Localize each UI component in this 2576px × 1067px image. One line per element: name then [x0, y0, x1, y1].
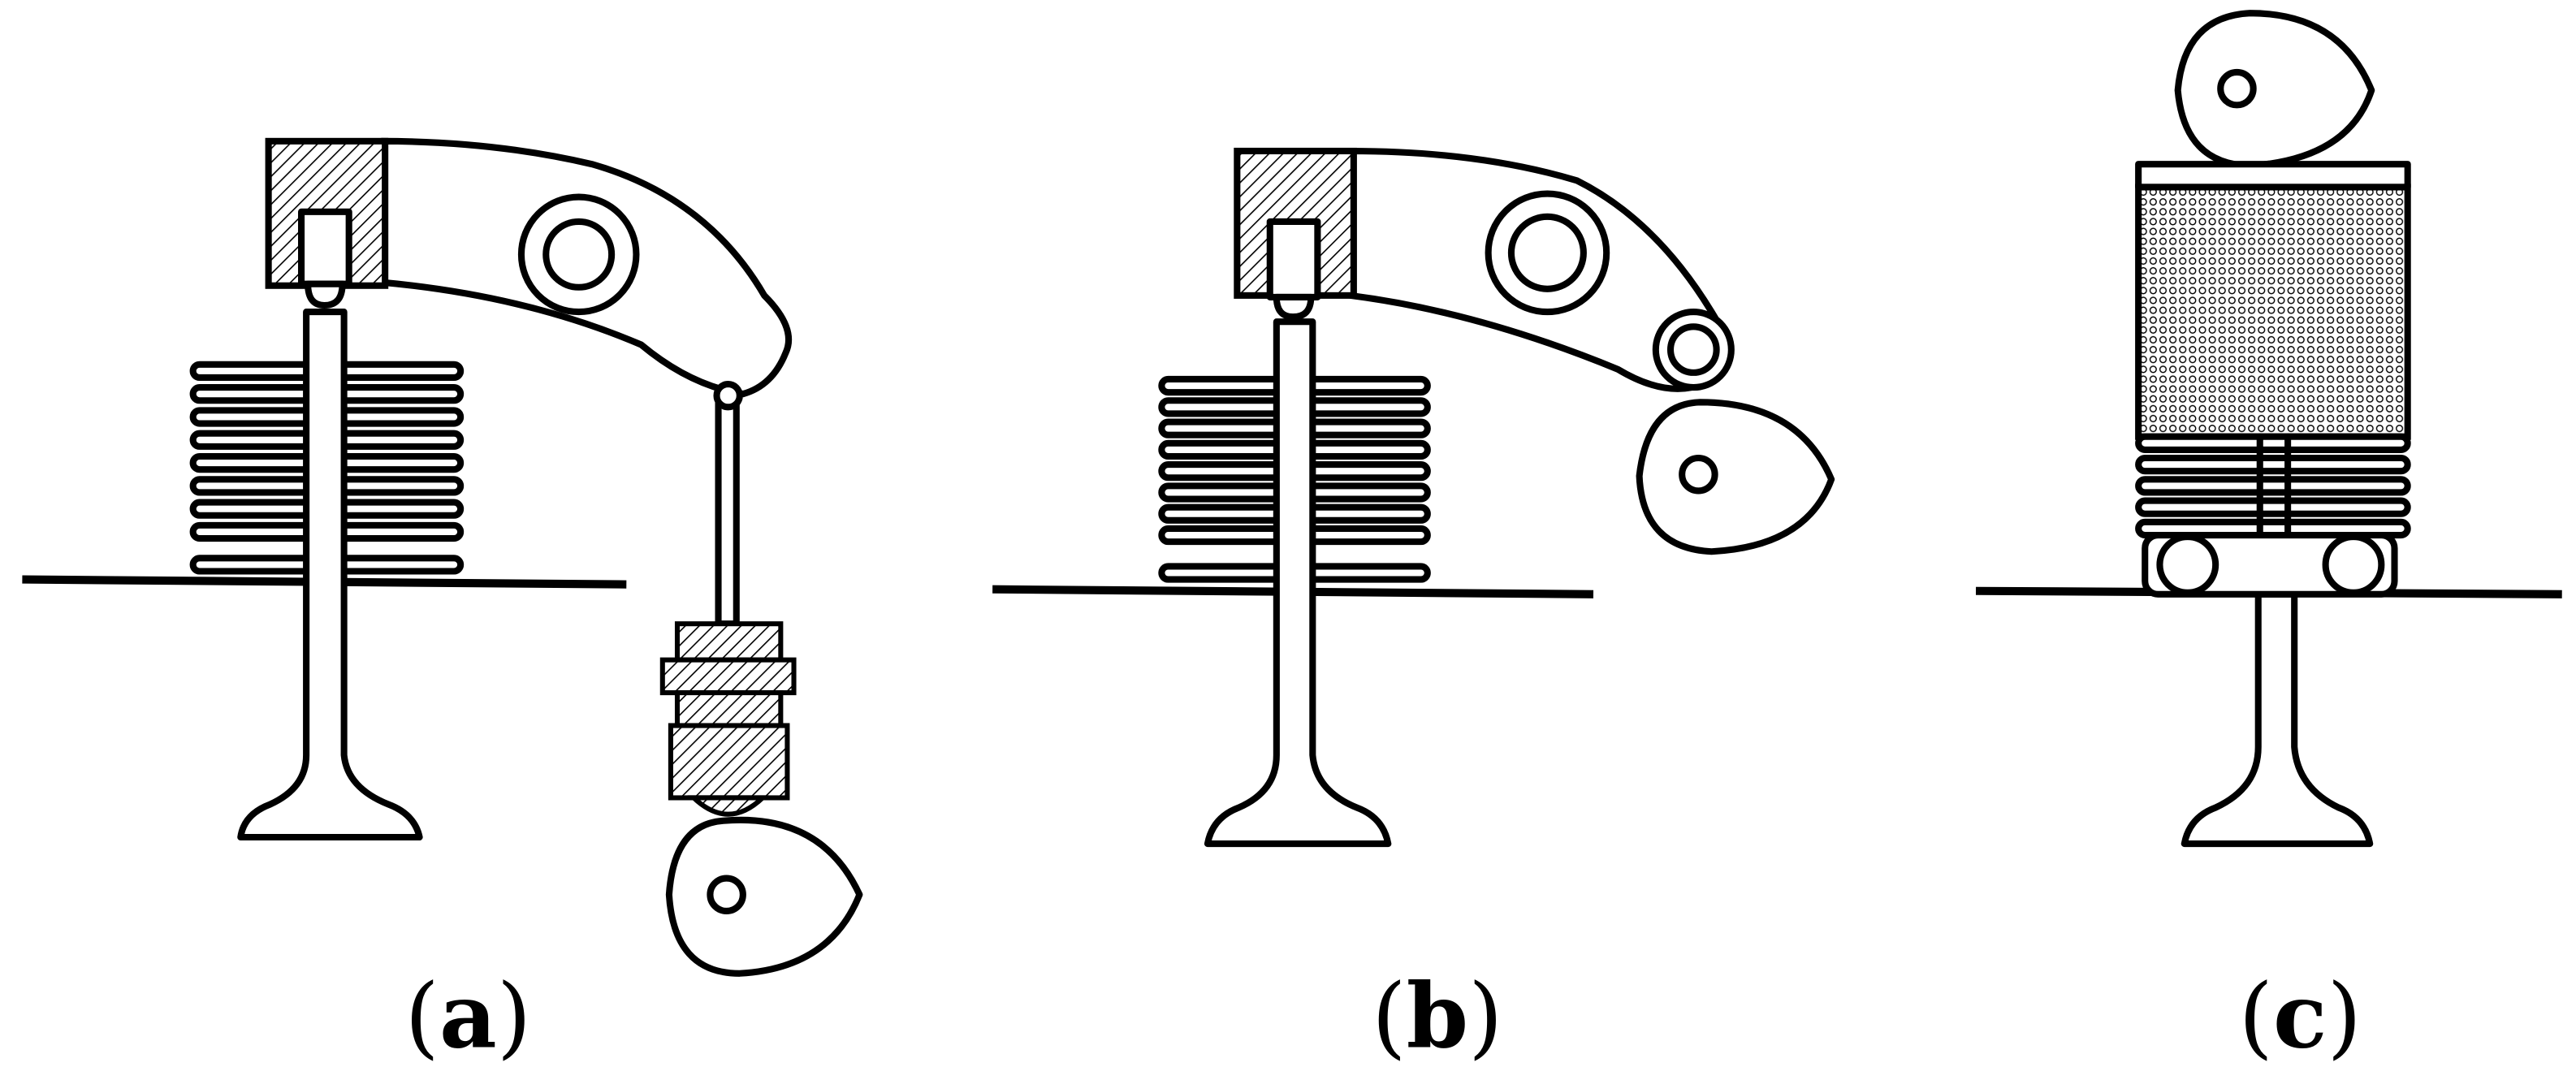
panel-b: (b) [992, 147, 1835, 1067]
cam-b [1636, 399, 1835, 555]
panel-label-b: (b) [1372, 965, 1503, 1067]
panel-label-a: (a) [404, 965, 531, 1067]
panel-label-c: (c) [2238, 965, 2362, 1067]
panel-c: (c) [1975, 10, 2562, 1067]
spring-seat [2142, 531, 2398, 598]
lash-adjuster [265, 137, 389, 309]
tappet [659, 621, 797, 817]
pushrod [713, 380, 743, 628]
cam-a [665, 816, 863, 977]
lash-adjuster [1234, 147, 1357, 321]
valve [1204, 318, 1392, 848]
valve [2181, 433, 2374, 848]
tappet-bucket [2135, 161, 2411, 440]
panel-a: (a) [22, 137, 863, 1067]
rocker-arm [378, 137, 793, 398]
valve-spring [2135, 433, 2411, 539]
rocker-arm [1346, 147, 1735, 392]
valve [237, 309, 423, 841]
cam-c [2174, 10, 2375, 170]
